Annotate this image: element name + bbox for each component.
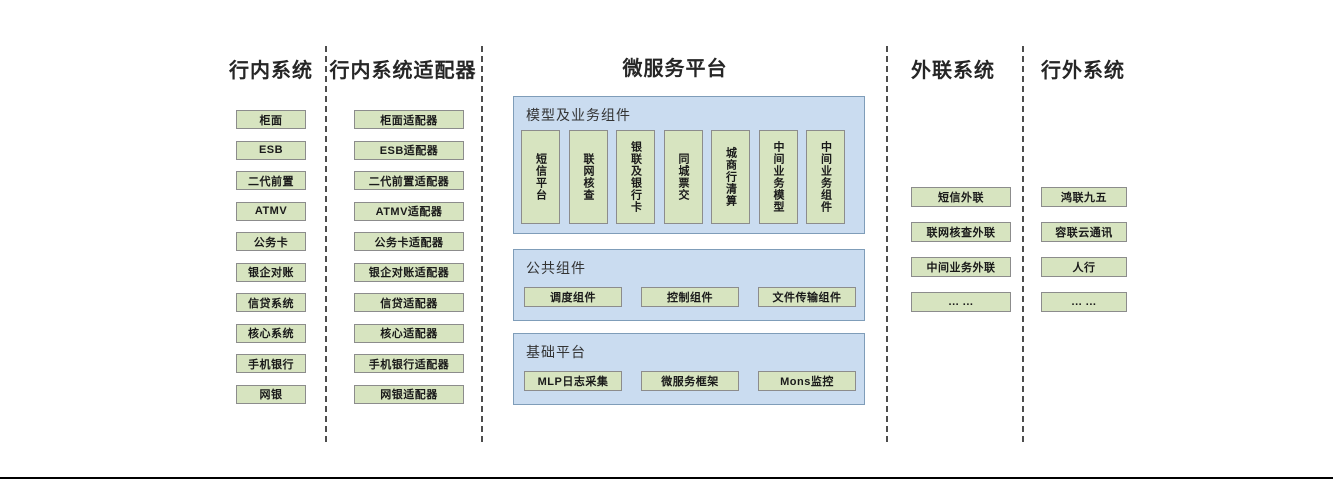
column-divider-4: [1022, 46, 1024, 442]
column-title-external-link-systems: 外联系统: [911, 60, 995, 82]
component-box-model-5[interactable]: 中间业务模型: [758, 130, 798, 224]
leaf-box-core-8[interactable]: 手机银行: [236, 354, 306, 373]
leaf-box-adapter-1[interactable]: ESB适配器: [354, 140, 464, 160]
component-box-public-2[interactable]: 文件传输组件: [758, 287, 856, 307]
leaf-box-adapter-7[interactable]: 核心适配器: [354, 323, 464, 343]
panel-title-base-platform: 基础平台: [526, 344, 586, 360]
leaf-box-core-6[interactable]: 信贷系统: [236, 293, 306, 312]
component-box-model-3[interactable]: 同城票交: [663, 130, 703, 224]
leaf-box-external-2[interactable]: 中间业务外联: [911, 257, 1011, 277]
column-title-core-systems: 行内系统: [229, 60, 313, 82]
component-box-model-4[interactable]: 城商行清算: [711, 130, 750, 224]
component-box-base-1[interactable]: 微服务框架: [641, 371, 739, 391]
leaf-box-adapter-0[interactable]: 柜面适配器: [354, 110, 464, 129]
leaf-box-core-7[interactable]: 核心系统: [236, 323, 306, 343]
panel-title-model-business-components: 模型及业务组件: [526, 107, 631, 123]
bottom-rule: [0, 477, 1333, 479]
leaf-box-external-3[interactable]: ... ...: [911, 292, 1011, 312]
leaf-box-adapter-3[interactable]: ATMV适配器: [354, 201, 464, 221]
leaf-box-adapter-6[interactable]: 信贷适配器: [354, 293, 464, 312]
leaf-box-adapter-2[interactable]: 二代前置适配器: [354, 171, 464, 190]
leaf-box-adapter-9[interactable]: 网银适配器: [354, 384, 464, 404]
leaf-box-outside-2[interactable]: 人行: [1041, 257, 1127, 277]
leaf-box-core-5[interactable]: 银企对账: [236, 262, 306, 282]
leaf-box-core-1[interactable]: ESB: [236, 140, 306, 160]
component-box-base-2[interactable]: Mons监控: [758, 371, 856, 391]
leaf-box-adapter-4[interactable]: 公务卡适配器: [354, 232, 464, 251]
component-box-model-1[interactable]: 联网核查: [568, 130, 608, 224]
leaf-box-core-4[interactable]: 公务卡: [236, 232, 306, 251]
leaf-box-outside-1[interactable]: 容联云通讯: [1041, 222, 1127, 242]
component-box-model-6[interactable]: 中间业务组件: [806, 130, 845, 224]
column-title-core-system-adapters: 行内系统适配器: [329, 60, 477, 82]
component-box-public-0[interactable]: 调度组件: [524, 287, 622, 307]
panel-public-components: 公共组件: [513, 249, 865, 321]
leaf-box-outside-3[interactable]: ... ...: [1041, 292, 1127, 312]
component-box-model-2[interactable]: 银联及银行卡: [616, 130, 655, 224]
panel-title-public-components: 公共组件: [526, 260, 586, 276]
column-divider-2: [481, 46, 483, 442]
leaf-box-core-9[interactable]: 网银: [236, 384, 306, 404]
leaf-box-core-3[interactable]: ATMV: [236, 201, 306, 221]
leaf-box-core-2[interactable]: 二代前置: [236, 171, 306, 190]
leaf-box-adapter-5[interactable]: 银企对账适配器: [354, 262, 464, 282]
leaf-box-core-0[interactable]: 柜面: [236, 110, 306, 129]
component-box-base-0[interactable]: MLP日志采集: [524, 371, 622, 391]
component-box-public-1[interactable]: 控制组件: [641, 287, 739, 307]
leaf-box-outside-0[interactable]: 鸿联九五: [1041, 187, 1127, 207]
column-title-outside-bank-systems: 行外系统: [1041, 60, 1125, 82]
component-box-model-0[interactable]: 短信平台: [521, 130, 560, 224]
leaf-box-external-0[interactable]: 短信外联: [911, 187, 1011, 207]
leaf-box-external-1[interactable]: 联网核查外联: [911, 222, 1011, 242]
leaf-box-adapter-8[interactable]: 手机银行适配器: [354, 354, 464, 373]
panel-base-platform: 基础平台: [513, 333, 865, 405]
column-title-microservice-platform: 微服务平台: [622, 58, 728, 80]
column-divider-3: [886, 46, 888, 442]
column-divider-1: [325, 46, 327, 442]
